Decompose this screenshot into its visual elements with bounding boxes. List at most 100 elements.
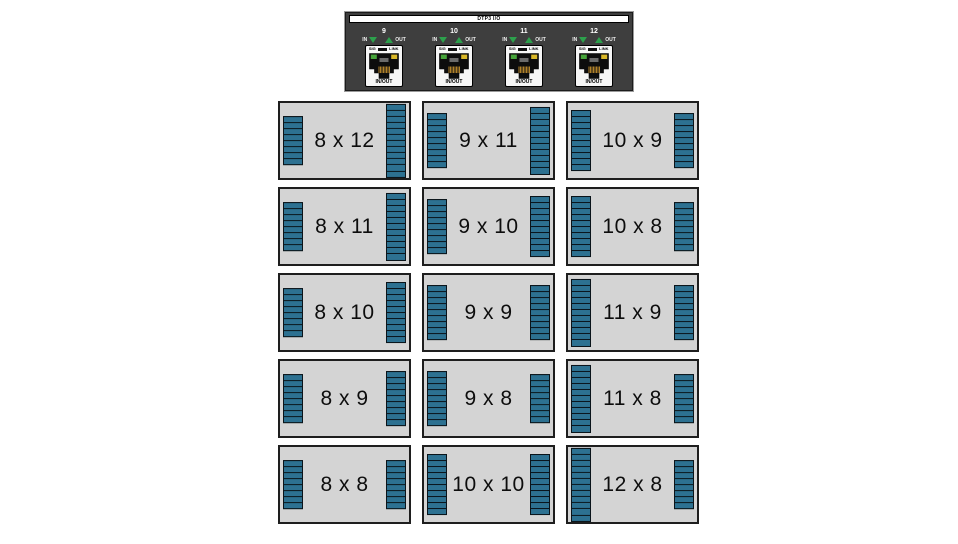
io-card-segment [387,134,405,141]
io-card-segment [675,411,693,418]
io-card-segment [428,230,446,237]
io-card-segment [531,297,549,304]
io-card-segment [428,113,446,120]
out-label: OUT [535,36,546,43]
io-card-segment [387,122,405,129]
io-card-segment [284,374,302,381]
output-card-strip [530,373,550,424]
io-card-segment [531,162,549,169]
output-card-strip [530,284,550,341]
io-card-segment [387,282,405,289]
io-card-segment [284,288,302,295]
io-card-segment [428,297,446,304]
io-card-segment [387,199,405,206]
io-card-segment [284,503,302,509]
io-card-segment [284,220,302,227]
io-card-segment [531,316,549,323]
port-number: 10 [450,28,458,35]
io-card-segment [428,205,446,212]
io-card-segment [387,313,405,320]
io-card-segment [531,113,549,120]
io-card-segment [428,383,446,390]
io-card-segment [675,417,693,423]
io-card-segment [675,485,693,492]
io-card-segment [675,466,693,473]
io-card-segment [572,460,590,467]
jack-pins [588,66,600,73]
io-card-segment [531,399,549,406]
io-card-segment [387,153,405,160]
matrix-option-8x11: 8 x 11 [278,187,411,266]
io-card-segment [284,294,302,301]
io-card-segment [387,377,405,384]
io-card-segment [428,303,446,310]
io-card-segment [284,386,302,393]
io-card-segment [387,337,405,343]
io-card-segment [428,309,446,317]
io-card-segment [387,159,405,166]
input-arrow-icon [579,37,588,43]
io-card-segment [531,291,549,298]
io-card-segment [531,322,549,329]
io-card-segment [675,156,693,163]
io-card-segment [387,420,405,426]
io-card-segment [428,509,446,515]
io-card-segment [675,233,693,240]
io-card-segment [284,300,302,307]
io-card-segment [531,328,549,335]
sig-led [440,54,447,59]
io-card-segment [284,497,302,504]
link-label: LINK [459,46,469,52]
matrix-size-label: 11 x 9 [603,301,662,324]
matrix-size-label: 9 x 8 [464,387,513,410]
input-card-strip [427,284,447,341]
output-arrow-icon [595,37,604,43]
io-card-segment [387,331,405,338]
matrix-option-8x9: 8 x 9 [278,359,411,438]
io-card-segment [428,144,446,151]
io-card-segment [572,322,590,329]
input-card-strip [571,447,591,522]
io-card-segment [387,389,405,396]
io-card-segment [387,319,405,326]
io-card-segment [428,402,446,409]
jack-pins [448,66,460,73]
io-card-segment [428,285,446,292]
input-arrow-icon [509,37,518,43]
io-card-segment [531,150,549,157]
io-card-segment [675,227,693,234]
io-card-segment [387,466,405,473]
jack-clip [519,58,529,62]
io-card-segment [284,116,302,123]
io-card-segment [531,380,549,387]
matrix-option-9x8: 9 x 8 [422,359,555,438]
io-card-segment [531,334,549,340]
io-card-segment [284,417,302,423]
io-card-segment [572,285,590,292]
io-card-segment [387,408,405,415]
io-card-segment [531,405,549,412]
io-card-segment [531,497,549,504]
input-card-strip [571,195,591,258]
io-card-segment [675,478,693,485]
matrix-option-8x8: 8 x 8 [278,445,411,524]
io-card-segment [284,405,302,412]
io-card-segment [531,245,549,252]
io-card-segment [531,196,549,203]
io-card-segment [572,365,590,372]
input-card-strip [427,112,447,169]
output-card-strip [674,459,694,510]
io-card-segment [572,309,590,317]
matrix-size-label: 8 x 9 [320,387,369,410]
io-card-segment [428,334,446,340]
io-card-segment [675,245,693,251]
out-label: OUT [465,36,476,43]
